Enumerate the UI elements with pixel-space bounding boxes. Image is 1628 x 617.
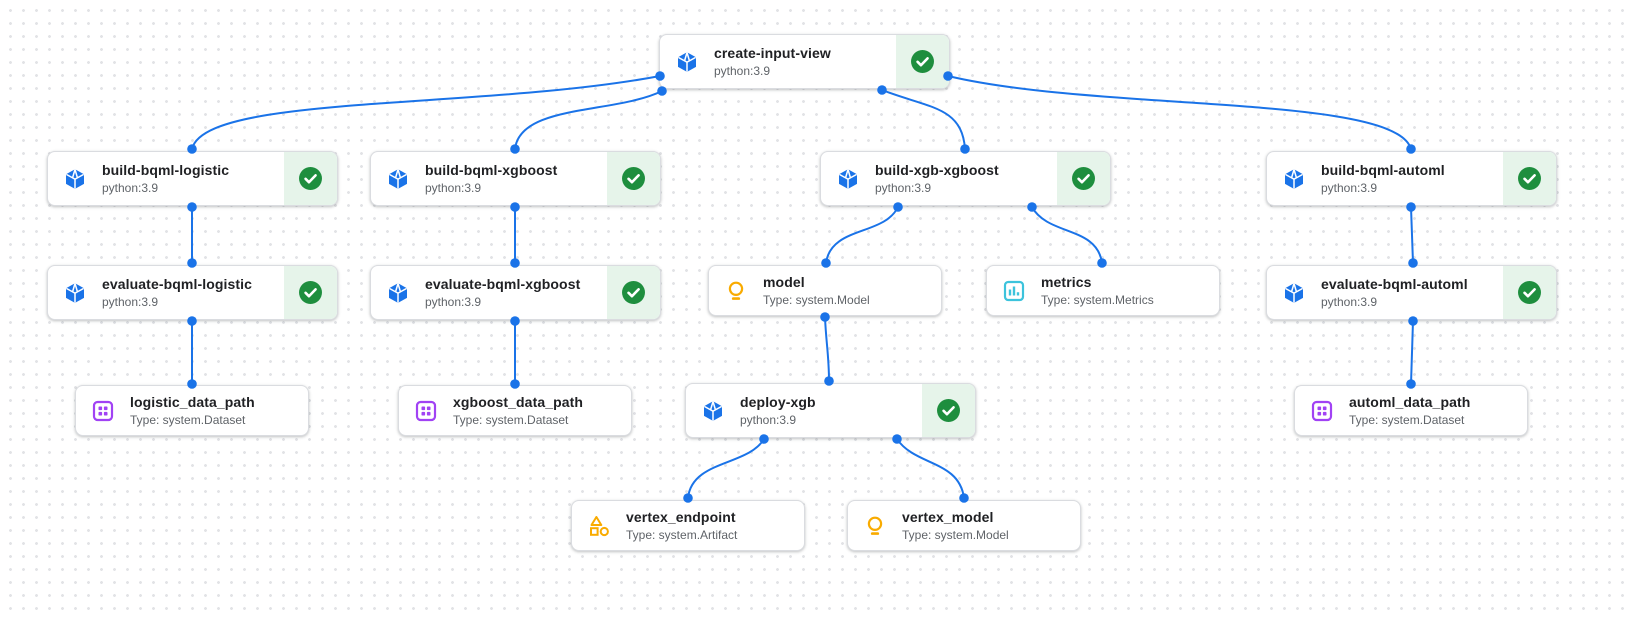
check-circle-icon — [1518, 281, 1541, 304]
edge-create-input-view-to-build-xgb-xgboost — [877, 85, 970, 154]
node-subtitle: Type: system.Dataset — [130, 413, 246, 427]
node-model[interactable]: model Type: system.Model — [708, 265, 942, 316]
node-title: vertex_model — [902, 509, 994, 525]
edge-deploy-xgb-to-vertex_endpoint — [683, 434, 769, 503]
artifact-icon — [587, 514, 611, 538]
dataset-icon — [91, 399, 115, 423]
edge-build-xgb-xgboost-to-metrics — [1027, 202, 1107, 268]
edge-build-bqml-xgboost-to-evaluate-bqml-xgboost — [510, 202, 520, 268]
node-title: create-input-view — [714, 45, 831, 61]
node-subtitle: python:3.9 — [740, 413, 797, 427]
check-circle-icon — [299, 281, 322, 304]
deployed-code-icon — [701, 399, 725, 423]
check-circle-icon — [1518, 167, 1541, 190]
node-logistic_data_path[interactable]: logistic_data_path Type: system.Dataset — [75, 385, 309, 436]
dataset-icon — [1310, 399, 1334, 423]
node-vertex_endpoint[interactable]: vertex_endpoint Type: system.Artifact — [571, 500, 805, 551]
node-evaluate-bqml-xgboost[interactable]: evaluate-bqml-xgboost python:3.9 — [370, 265, 661, 320]
node-xgboost_data_path[interactable]: xgboost_data_path Type: system.Dataset — [398, 385, 632, 436]
check-circle-icon — [911, 50, 934, 73]
status-badge-success — [1503, 266, 1556, 319]
node-subtitle: python:3.9 — [714, 64, 771, 78]
node-subtitle: Type: system.Artifact — [626, 528, 738, 542]
edge-build-bqml-logistic-to-evaluate-bqml-logistic — [187, 202, 197, 268]
dataset-icon — [414, 399, 438, 423]
status-badge-success — [1057, 152, 1110, 205]
node-title: build-bqml-logistic — [102, 162, 230, 178]
node-metrics[interactable]: metrics Type: system.Metrics — [986, 265, 1220, 316]
node-subtitle: python:3.9 — [1321, 181, 1378, 195]
node-title: build-bqml-xgboost — [425, 162, 558, 178]
edge-deploy-xgb-to-vertex_model — [892, 434, 969, 503]
node-build-xgb-xgboost[interactable]: build-xgb-xgboost python:3.9 — [820, 151, 1111, 206]
deployed-code-icon — [63, 281, 87, 305]
node-subtitle: python:3.9 — [102, 181, 159, 195]
edge-create-input-view-to-build-bqml-xgboost — [510, 86, 667, 154]
node-subtitle: python:3.9 — [1321, 295, 1378, 309]
deployed-code-icon — [675, 50, 699, 74]
node-evaluate-bqml-automl[interactable]: evaluate-bqml-automl python:3.9 — [1266, 265, 1557, 320]
node-subtitle: python:3.9 — [875, 181, 932, 195]
node-subtitle: Type: system.Dataset — [453, 413, 569, 427]
status-badge-success — [1503, 152, 1556, 205]
node-title: deploy-xgb — [740, 394, 816, 410]
node-create-input-view[interactable]: create-input-view python:3.9 — [659, 34, 950, 89]
node-title: logistic_data_path — [130, 394, 255, 410]
edge-evaluate-bqml-automl-to-automl_data_path — [1406, 316, 1418, 389]
node-subtitle: Type: system.Metrics — [1041, 293, 1154, 307]
check-circle-icon — [622, 281, 645, 304]
deployed-code-icon — [836, 167, 860, 191]
status-badge-success — [896, 35, 949, 88]
deployed-code-icon — [386, 167, 410, 191]
edge-create-input-view-to-build-bqml-logistic — [187, 71, 665, 154]
node-title: xgboost_data_path — [453, 394, 584, 410]
node-subtitle: python:3.9 — [425, 181, 482, 195]
node-deploy-xgb[interactable]: deploy-xgb python:3.9 — [685, 383, 976, 438]
node-subtitle: Type: system.Model — [763, 293, 870, 307]
node-title: metrics — [1041, 274, 1092, 290]
node-subtitle: Type: system.Dataset — [1349, 413, 1465, 427]
status-badge-success — [607, 266, 660, 319]
node-title: evaluate-bqml-logistic — [102, 276, 253, 292]
check-circle-icon — [622, 167, 645, 190]
node-title: automl_data_path — [1349, 394, 1471, 410]
node-title: evaluate-bqml-xgboost — [425, 276, 581, 292]
node-subtitle: python:3.9 — [425, 295, 482, 309]
edge-build-xgb-xgboost-to-model — [821, 202, 903, 268]
node-subtitle: python:3.9 — [102, 295, 159, 309]
edge-evaluate-bqml-xgboost-to-xgboost_data_path — [510, 316, 520, 389]
node-title: vertex_endpoint — [626, 509, 736, 525]
check-circle-icon — [937, 399, 960, 422]
metrics-icon — [1002, 279, 1026, 303]
node-build-bqml-xgboost[interactable]: build-bqml-xgboost python:3.9 — [370, 151, 661, 206]
model-icon — [863, 514, 887, 538]
node-subtitle: Type: system.Model — [902, 528, 1009, 542]
node-vertex_model[interactable]: vertex_model Type: system.Model — [847, 500, 1081, 551]
node-build-bqml-automl[interactable]: build-bqml-automl python:3.9 — [1266, 151, 1557, 206]
edge-model-to-deploy-xgb — [820, 312, 834, 386]
model-icon — [724, 279, 748, 303]
node-title: build-xgb-xgboost — [875, 162, 999, 178]
deployed-code-icon — [1282, 281, 1306, 305]
status-badge-success — [922, 384, 975, 437]
node-evaluate-bqml-logistic[interactable]: evaluate-bqml-logistic python:3.9 — [47, 265, 338, 320]
deployed-code-icon — [386, 281, 410, 305]
status-badge-success — [284, 152, 337, 205]
node-title: model — [763, 274, 805, 290]
node-title: evaluate-bqml-automl — [1321, 276, 1468, 292]
check-circle-icon — [1072, 167, 1095, 190]
deployed-code-icon — [63, 167, 87, 191]
node-title: build-bqml-automl — [1321, 162, 1445, 178]
node-build-bqml-logistic[interactable]: build-bqml-logistic python:3.9 — [47, 151, 338, 206]
edge-create-input-view-to-build-bqml-automl — [943, 71, 1416, 154]
deployed-code-icon — [1282, 167, 1306, 191]
status-badge-success — [284, 266, 337, 319]
node-automl_data_path[interactable]: automl_data_path Type: system.Dataset — [1294, 385, 1528, 436]
edge-evaluate-bqml-logistic-to-logistic_data_path — [187, 316, 197, 389]
edge-build-bqml-automl-to-evaluate-bqml-automl — [1406, 202, 1418, 268]
check-circle-icon — [299, 167, 322, 190]
status-badge-success — [607, 152, 660, 205]
